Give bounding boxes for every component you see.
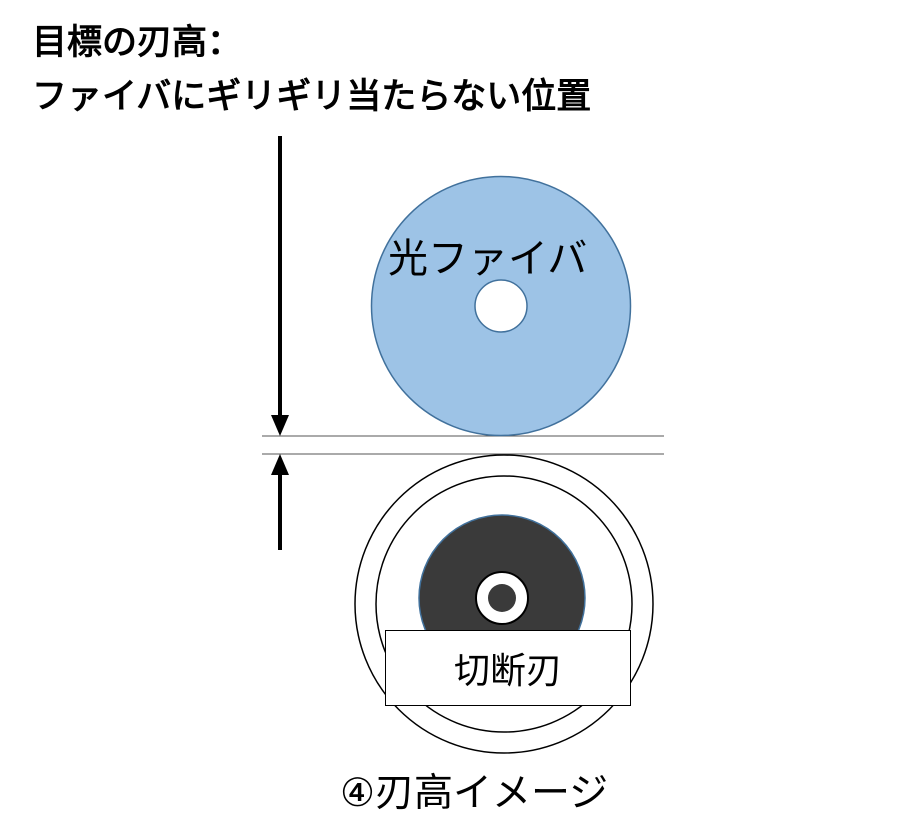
blade-label-box: 切断刃 (385, 630, 631, 706)
diagram-title: 目標の刃高： ファイバにギリギリ当たらない位置 (32, 16, 591, 124)
blade-hub-center (488, 584, 516, 612)
blade-label: 切断刃 (453, 651, 562, 692)
title-line-1: 目標の刃高： (32, 23, 243, 63)
diagram-caption: ④刃高イメージ (340, 771, 609, 816)
down-arrow-head (271, 415, 289, 436)
fiber-center-hole (474, 279, 528, 333)
fiber-label: 光ファイバ (388, 236, 588, 282)
up-arrow-head (271, 454, 289, 475)
title-line-2: ファイバにギリギリ当たらない位置 (32, 77, 592, 117)
